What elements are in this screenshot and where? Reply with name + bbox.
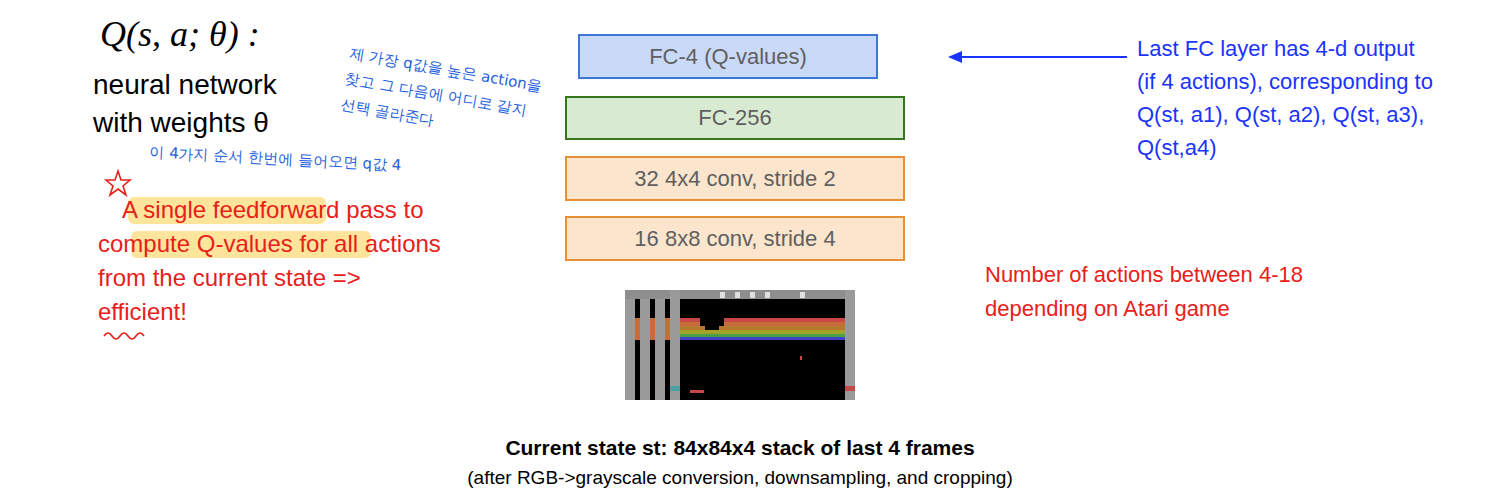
conv-layer: 32 4x4 conv, stride 2	[565, 156, 905, 201]
caption-detail: (after RGB->grayscale conversion, downsa…	[240, 466, 1240, 490]
formula-note: neural network with weights θ	[93, 66, 328, 142]
layer-label: FC-4 (Q-values)	[649, 44, 807, 70]
arrow-head	[948, 51, 962, 63]
fc-output-layer: FC-4 (Q-values)	[578, 34, 878, 79]
conv-layer: 16 8x8 conv, stride 4	[565, 216, 905, 261]
atari-frames	[625, 290, 855, 400]
fc-hidden-layer: FC-256	[565, 96, 905, 140]
wavy-scribble	[104, 333, 144, 339]
star-mark	[106, 171, 130, 195]
red-note: Number of actions between 4-18 depending…	[985, 258, 1345, 326]
handwritten-note: 이 4가지 순서 한번에 들어오면 q값 4	[149, 142, 402, 175]
formula: Q(s, a; θ) :	[100, 12, 260, 56]
layer-label: 32 4x4 conv, stride 2	[634, 166, 835, 192]
layer-label: FC-256	[698, 105, 771, 131]
frame-front	[670, 290, 855, 400]
leader-arrow	[960, 56, 1127, 58]
layer-label: 16 8x8 conv, stride 4	[634, 226, 835, 252]
red-note: A single feedforward pass to compute Q-v…	[98, 193, 443, 329]
blue-note: Last FC layer has 4-d output (if 4 actio…	[1137, 32, 1437, 164]
handwritten-note: 제 가장 q값을 높은 action을 찾고 그 다음에 어디로 갈지 선택 골…	[338, 40, 544, 151]
caption: Current state st: 84x84x4 stack of last …	[240, 434, 1240, 462]
